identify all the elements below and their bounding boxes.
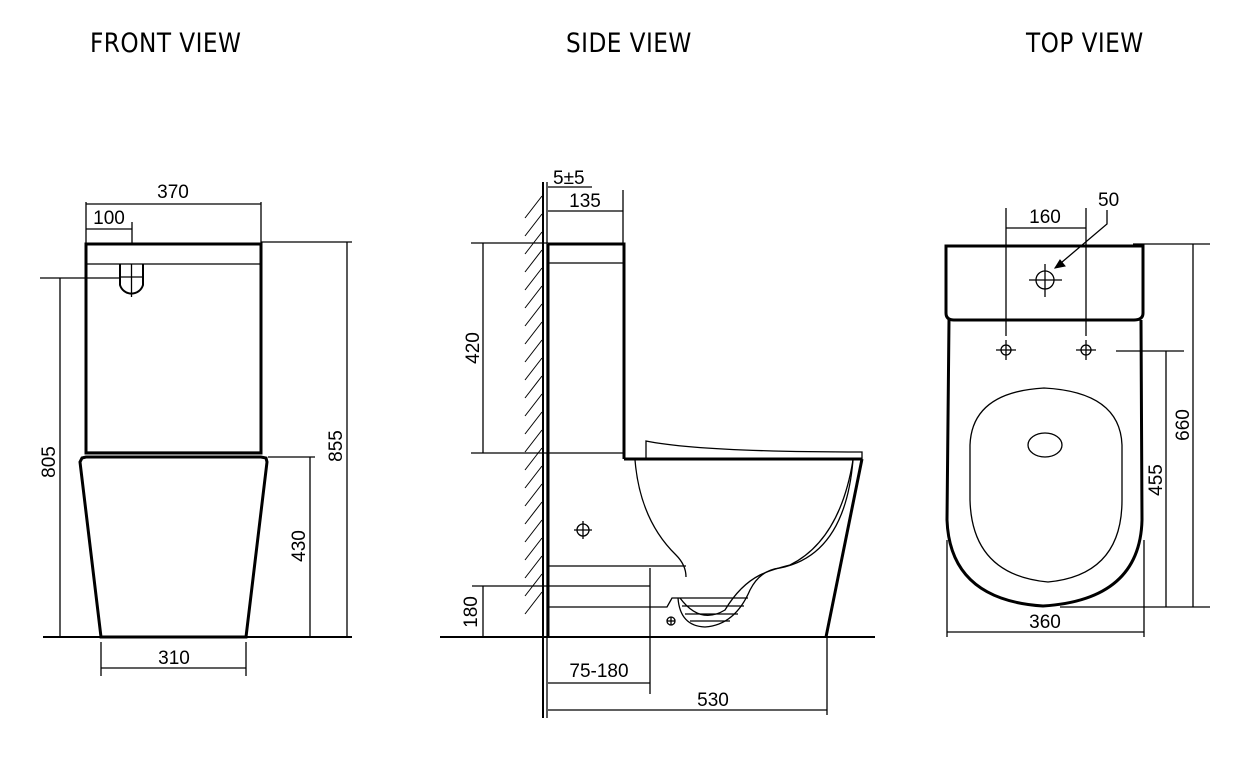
dim-inlet-offset: 100 (93, 208, 125, 229)
dim-base-width: 310 (158, 648, 190, 669)
hinge-hole-right-icon (1076, 340, 1096, 360)
dim-tank-depth: 135 (569, 191, 601, 212)
dim-hinge-spacing: 160 (1029, 207, 1061, 228)
dim-flush-hole: 50 (1098, 190, 1119, 211)
dim-outlet-height: 180 (461, 596, 482, 628)
flush-button-icon (1027, 432, 1063, 458)
dim-tank-height: 420 (463, 332, 484, 364)
dim-top-width: 360 (1029, 612, 1061, 633)
front-view-title: FRONT VIEW (90, 28, 242, 59)
leader-arrow-icon (1053, 259, 1066, 269)
front-bowl-outline (78, 455, 269, 639)
seat-lid (645, 440, 863, 459)
front-tank-outline (84, 242, 263, 455)
dim-overall-length: 660 (1173, 409, 1194, 441)
top-view-title: TOP VIEW (1026, 28, 1144, 59)
dim-wall-gap: 5±5 (553, 168, 585, 189)
hinge-hole-left-icon (996, 340, 1016, 360)
fixing-point-icon (574, 521, 592, 539)
bowl-front-outline (824, 458, 864, 638)
dim-front-width: 370 (157, 182, 189, 203)
dim-bowl-height: 430 (289, 530, 310, 562)
side-view: 5±5 135 420 180 75-180 530 (440, 168, 875, 718)
side-view-title: SIDE VIEW (566, 28, 692, 59)
dim-total-height: 855 (326, 430, 347, 462)
seat-opening (969, 387, 1123, 583)
flush-hole-icon (1029, 264, 1062, 297)
wall-hatching (524, 195, 543, 615)
top-view: 160 50 660 455 360 (944, 190, 1210, 637)
top-bowl-outline (945, 319, 1144, 608)
dim-inlet-height: 805 (39, 446, 60, 478)
dim-hinge-to-front: 455 (1146, 464, 1167, 496)
bowl-inner-back (634, 459, 687, 578)
front-view: 370 100 805 855 430 310 (39, 182, 352, 676)
side-tank-outline (548, 242, 626, 459)
water-lines (680, 597, 748, 622)
dim-overall-depth: 530 (697, 690, 729, 711)
top-tank-outline (944, 244, 1145, 322)
trap-outline (677, 459, 854, 628)
floor-fixing-icon (666, 616, 676, 626)
dim-rough-in: 75-180 (569, 661, 628, 682)
